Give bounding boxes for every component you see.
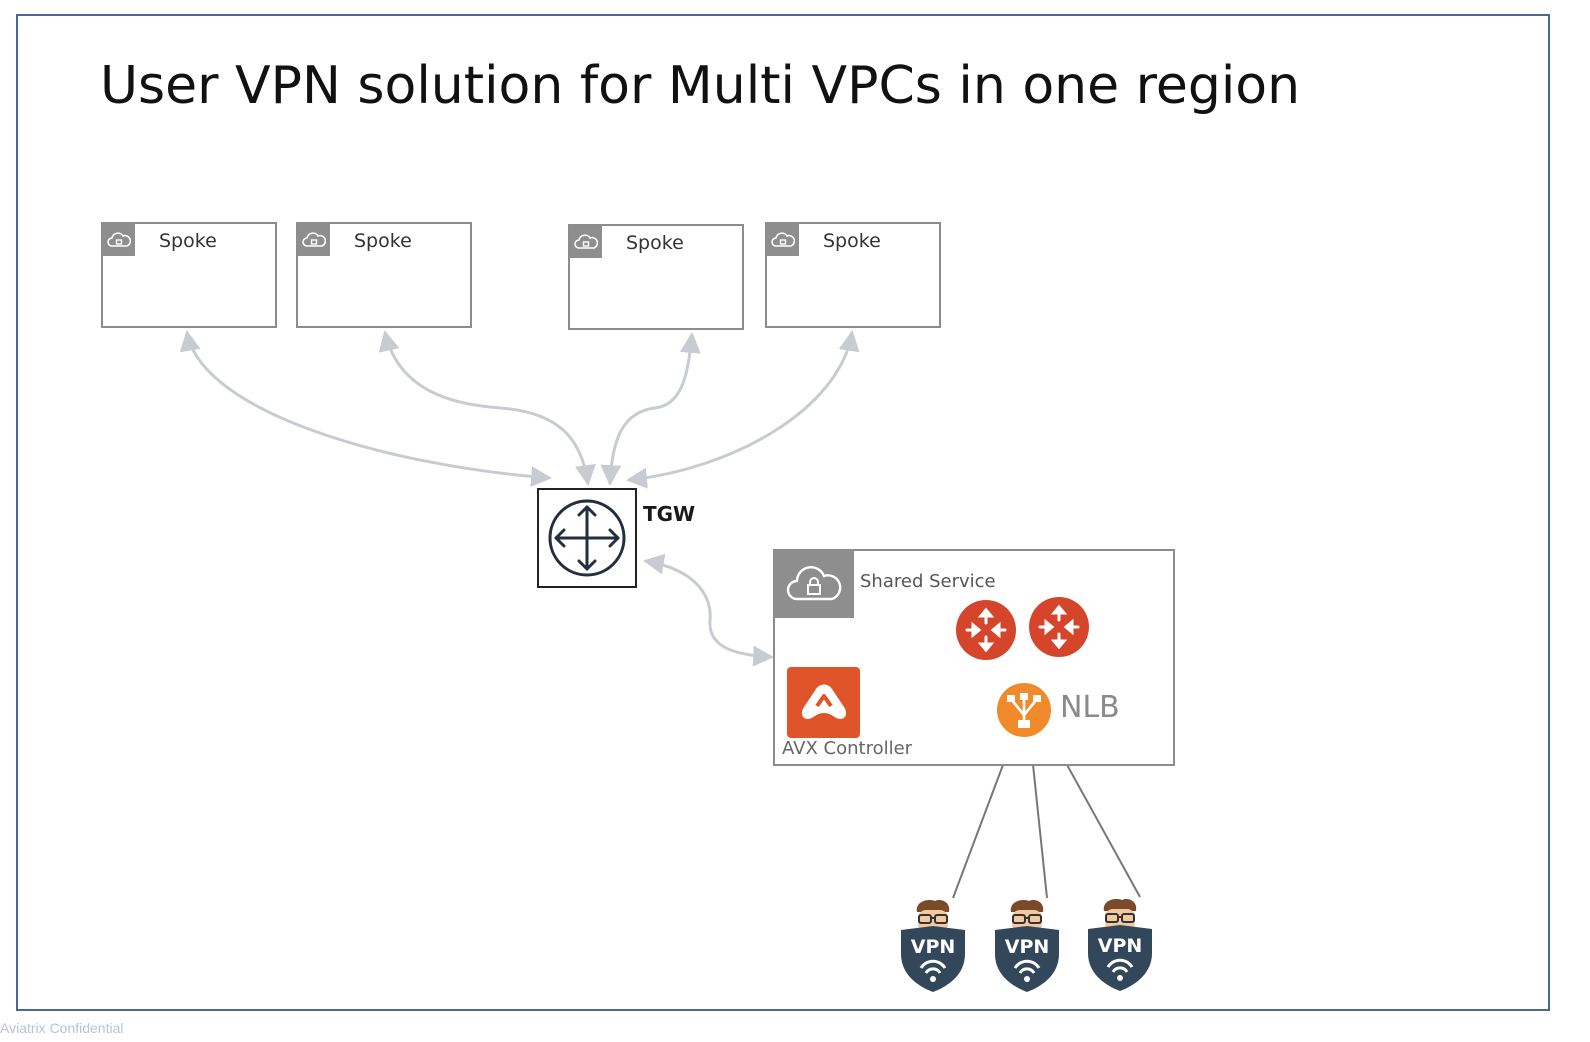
vpn-user-icon[interactable]: VPN	[1084, 897, 1156, 993]
vpc-cloud-lock-icon	[102, 223, 135, 256]
tgw-label: TGW	[643, 502, 696, 526]
avx-controller-label: AVX Controller	[782, 738, 913, 759]
link-spoke1-tgw	[179, 329, 553, 488]
page-title: User VPN solution for Multi VPCs in one …	[100, 56, 1301, 116]
nlb-label: NLB	[1060, 690, 1120, 725]
spoke-label: Spoke	[823, 230, 881, 252]
footer-confidential: Aviatrix Confidential	[0, 1020, 124, 1036]
load-balancer-icon[interactable]	[997, 683, 1051, 737]
transit-gateway[interactable]	[537, 488, 637, 588]
vpn-badge-label: VPN	[910, 936, 956, 958]
link-spoke2-tgw	[378, 329, 596, 487]
router-icon[interactable]	[1029, 597, 1089, 657]
vpn-user-icon[interactable]: VPN	[991, 898, 1063, 994]
spoke-label: Spoke	[354, 230, 412, 252]
spoke-vpc[interactable]: Spoke	[765, 222, 941, 328]
vpc-cloud-lock-icon	[766, 223, 799, 256]
vpn-badge-label: VPN	[1097, 935, 1143, 957]
spoke-label: Spoke	[626, 232, 684, 254]
link-tgw-shared	[642, 553, 775, 667]
transit-gateway-icon	[548, 499, 626, 577]
vpc-cloud-lock-icon	[569, 225, 602, 258]
spoke-vpc[interactable]: Spoke	[296, 222, 472, 328]
slide-frame	[16, 14, 1550, 1011]
shared-service-label: Shared Service	[860, 571, 996, 592]
vpn-user-icon[interactable]: VPN	[897, 898, 969, 994]
spoke-vpc[interactable]: Spoke	[568, 224, 744, 330]
router-icon[interactable]	[956, 600, 1016, 660]
spoke-label: Spoke	[159, 230, 217, 252]
link-spoke4-tgw	[625, 329, 860, 489]
vpn-badge-label: VPN	[1004, 936, 1050, 958]
spoke-vpc[interactable]: Spoke	[101, 222, 277, 328]
link-spoke3-tgw	[600, 331, 701, 487]
aviatrix-logo-icon[interactable]	[787, 667, 860, 738]
vpc-cloud-lock-icon	[297, 223, 330, 256]
vpc-cloud-lock-icon	[774, 550, 854, 618]
